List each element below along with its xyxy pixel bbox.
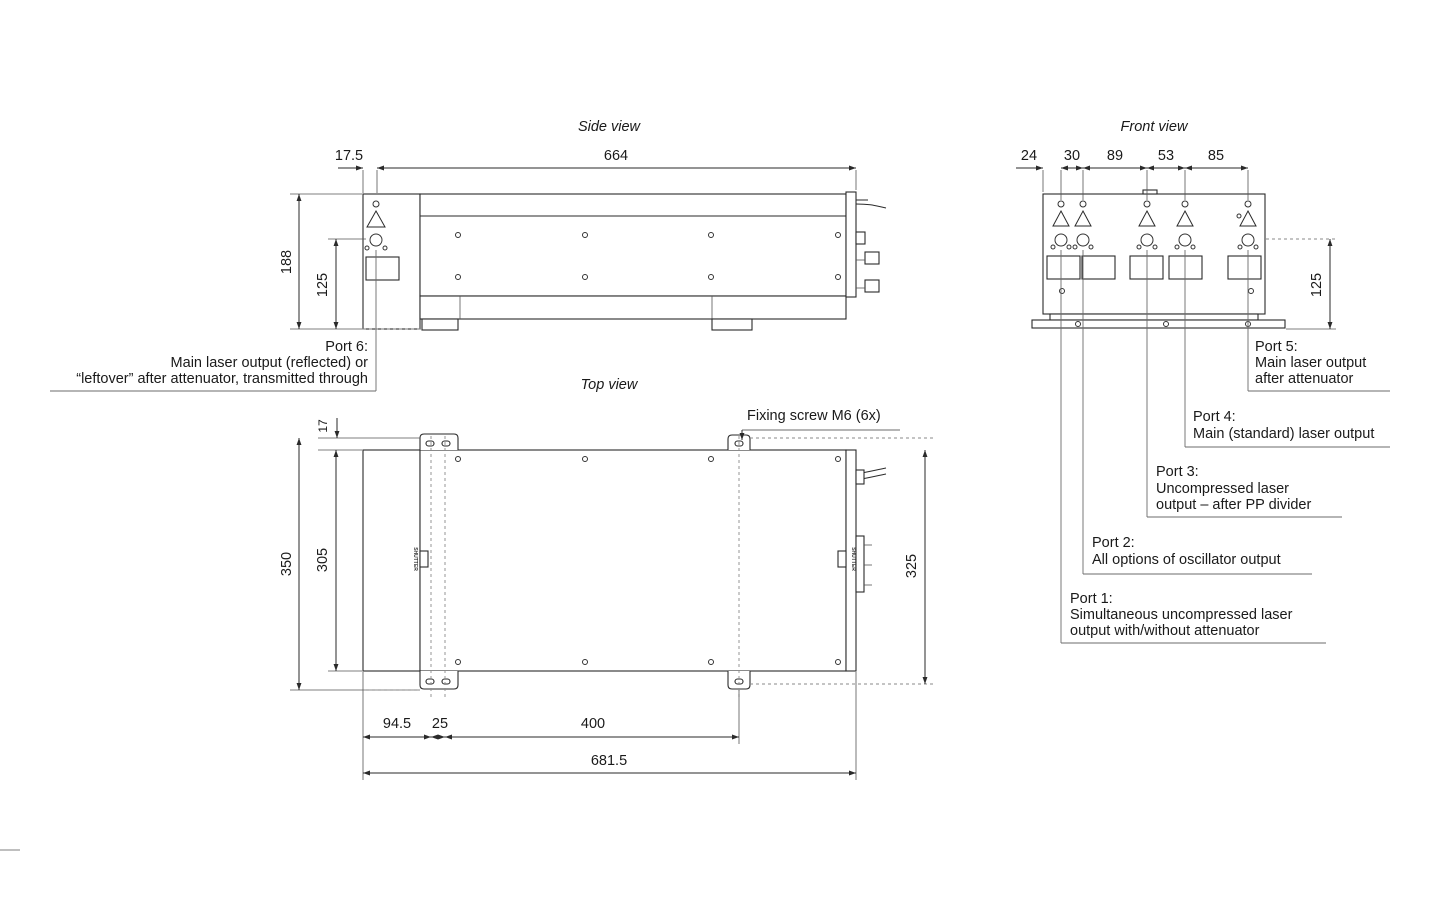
port-3-title: Port 3: [1156, 464, 1199, 480]
dim-top-350: 350 [279, 552, 295, 576]
front-view-dimensions: 24 30 89 53 85 125 [1016, 148, 1336, 330]
port-1-callout[interactable]: Port 1: Simultaneous uncompressed laser … [1060, 250, 1326, 644]
dim-top-325: 325 [904, 554, 920, 578]
port-3-aperture-icon [1140, 233, 1154, 247]
dim-top-305: 305 [315, 548, 331, 572]
screw [455, 232, 461, 238]
port-2-aperture-icon [1076, 233, 1090, 247]
port-6-line-1: Main laser output (reflected) or [171, 355, 369, 371]
port-3-line-2: output – after PP divider [1156, 497, 1311, 513]
dim-front-125: 125 [1309, 273, 1325, 297]
front-port-2 [1072, 200, 1116, 280]
dim-side-188: 188 [279, 250, 295, 274]
port-6-line-2: “leftover” after attenuator, transmitted… [76, 371, 368, 387]
front-port-4 [1168, 200, 1203, 280]
side-view-dimensions: 17.5 664 188 125 [279, 148, 857, 330]
front-port-1 [1046, 200, 1081, 280]
port-3-line-1: Uncompressed laser [1156, 481, 1289, 497]
port-4-callout[interactable]: Port 4: Main (standard) laser output [1184, 250, 1390, 448]
dim-top-94-5: 94.5 [383, 716, 411, 732]
front-port-5 [1227, 200, 1262, 280]
screw [582, 659, 588, 665]
port-1-aperture-icon [1054, 233, 1068, 247]
screw [455, 456, 461, 462]
side-view-title: Side view [578, 119, 642, 135]
port-6-callout[interactable]: Port 6: Main laser output (reflected) or… [50, 250, 377, 392]
side-view [362, 191, 887, 331]
dim-top-681-5: 681.5 [591, 753, 627, 769]
screw [582, 232, 588, 238]
dim-side-664: 664 [604, 148, 628, 164]
screw [582, 456, 588, 462]
fixing-screw-callout[interactable]: Fixing screw M6 (6x) [739, 408, 900, 440]
screw [708, 232, 714, 238]
port-1-line-2: output with/without attenuator [1070, 623, 1260, 639]
laser-warning-icon [366, 209, 386, 228]
screw [455, 659, 461, 665]
port-5-line-1: Main laser output [1255, 355, 1366, 371]
port-5-line-2: after attenuator [1255, 371, 1354, 387]
screw [835, 274, 841, 280]
front-port-3 [1129, 200, 1164, 280]
port-5-aperture-icon [1241, 233, 1255, 247]
dim-side-125: 125 [315, 273, 331, 297]
dim-top-17: 17 [316, 419, 330, 433]
dim-front-30: 30 [1064, 148, 1080, 164]
screw [835, 456, 841, 462]
port-6-aperture-icon [369, 233, 383, 247]
port-6-title: Port 6: [325, 339, 368, 355]
screw [835, 232, 841, 238]
dim-front-85: 85 [1208, 148, 1224, 164]
screw [708, 456, 714, 462]
fixing-screw-label: Fixing screw M6 (6x) [747, 408, 881, 424]
dim-top-400: 400 [581, 716, 605, 732]
shutter-label-right: SHUTTER [850, 547, 856, 571]
screw [708, 274, 714, 280]
port-5-title: Port 5: [1255, 339, 1298, 355]
shutter-label-left: SHUTTER [412, 547, 418, 571]
port-4-title: Port 4: [1193, 409, 1236, 425]
port-2-title: Port 2: [1092, 535, 1135, 551]
screw [835, 659, 841, 665]
port-3-callout[interactable]: Port 3: Uncompressed laser output – afte… [1146, 250, 1342, 518]
port-1-title: Port 1: [1070, 591, 1113, 607]
top-view: SHUTTER SHUTTER [362, 433, 887, 700]
top-view-dimensions: 17 350 305 325 94.5 25 400 681.5 [279, 418, 933, 780]
screw [455, 274, 461, 280]
front-view [1031, 189, 1286, 329]
port-2-callout[interactable]: Port 2: All options of oscillator output [1082, 250, 1312, 575]
port-2-line-1: All options of oscillator output [1092, 552, 1281, 568]
dim-top-25: 25 [432, 716, 448, 732]
screw [708, 659, 714, 665]
top-view-title: Top view [581, 377, 639, 393]
port-1-line-1: Simultaneous uncompressed laser [1070, 607, 1293, 623]
front-view-title: Front view [1121, 119, 1189, 135]
port-6-label-plate [365, 256, 400, 281]
port-6-indicator [372, 200, 380, 208]
screw [582, 274, 588, 280]
dim-side-17-5: 17.5 [335, 148, 363, 164]
port-4-aperture-icon [1178, 233, 1192, 247]
port-4-line-1: Main (standard) laser output [1193, 426, 1374, 442]
port-5-callout[interactable]: Port 5: Main laser output after attenuat… [1247, 250, 1390, 392]
dim-front-24: 24 [1021, 148, 1037, 164]
dim-front-53: 53 [1158, 148, 1174, 164]
dim-front-89: 89 [1107, 148, 1123, 164]
